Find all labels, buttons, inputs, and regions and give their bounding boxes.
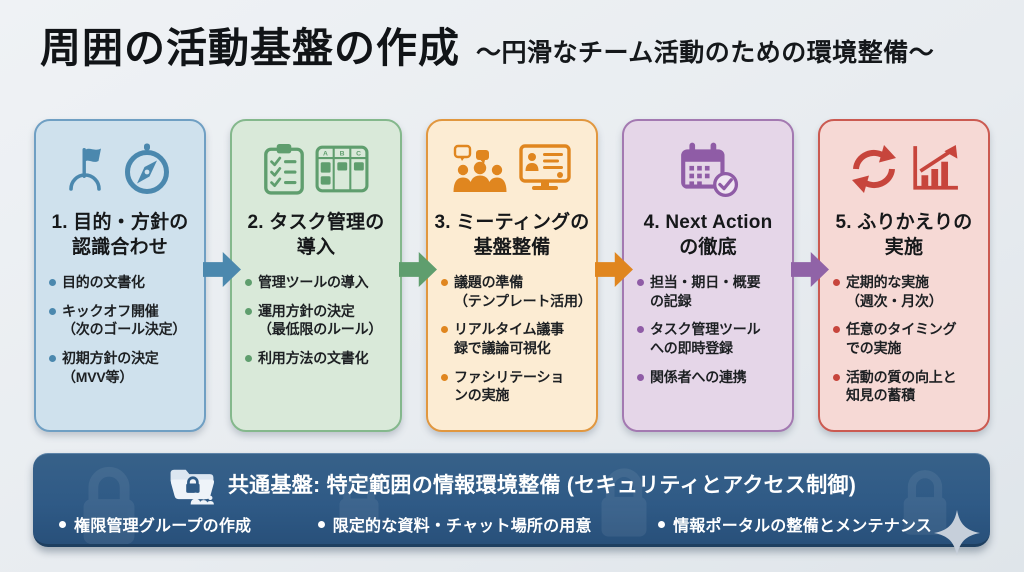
list-item: 管理ツールの導入 bbox=[245, 273, 394, 292]
meeting-people-icon bbox=[453, 144, 507, 192]
svg-text:A: A bbox=[323, 150, 328, 157]
list-item: 定期的な実施 （週次・月次） bbox=[833, 273, 982, 310]
bullet-dot-icon bbox=[637, 373, 644, 381]
step-title: 1. 目的・方針の 認識合わせ bbox=[51, 212, 189, 259]
sparkle-icon bbox=[934, 510, 980, 556]
page-title: 周囲の活動基盤の作成 bbox=[40, 25, 460, 71]
flag-icon bbox=[69, 147, 101, 191]
list-item: 活動の質の向上と 知見の蓄積 bbox=[833, 368, 982, 405]
header: 周囲の活動基盤の作成 ～円滑なチーム活動のための環境整備～ bbox=[40, 25, 935, 71]
bullet-dot-icon bbox=[441, 279, 448, 287]
bullet-dot-icon bbox=[441, 373, 448, 381]
step-3-icons bbox=[428, 121, 596, 201]
list-item: キックオフ開催 （次のゴール決定） bbox=[49, 302, 198, 339]
compass-icon bbox=[125, 143, 169, 194]
monitor-notes-icon bbox=[519, 143, 571, 190]
folder-lock-team-icon bbox=[170, 469, 214, 505]
foundation-items: 権限管理グループの作成 限定的な資料・チャット場所の用意 情報ポータルの整備とメ… bbox=[33, 505, 990, 536]
foundation-header: 共通基盤: 特定範囲の情報環境整備 (セキュリティとアクセス制御) bbox=[33, 454, 990, 505]
foundation-watermarks bbox=[33, 454, 990, 544]
bullet-dot-icon bbox=[658, 520, 666, 528]
list-item: リアルタイム議事 録で議論可視化 bbox=[441, 320, 590, 357]
bullet-dot-icon bbox=[245, 354, 252, 362]
bullet-dot-icon bbox=[59, 520, 66, 528]
list-item: タスク管理ツール への即時登録 bbox=[637, 320, 786, 357]
bullet-dot-icon bbox=[833, 279, 840, 287]
step-title: 4. Next Action の徹底 bbox=[643, 212, 773, 259]
step-5-bullets: 定期的な実施 （週次・月次） 任意のタイミング での実施 活動の質の向上と 知見… bbox=[833, 273, 982, 405]
growth-chart-icon bbox=[913, 144, 958, 190]
svg-text:C: C bbox=[356, 150, 361, 157]
bullet-dot-icon bbox=[49, 279, 56, 287]
step-title: 3. ミーティングの 基盤整備 bbox=[434, 212, 590, 259]
step-2-icons: A B C bbox=[232, 121, 400, 201]
kanban-board-icon: A B C bbox=[315, 145, 369, 192]
bullet-dot-icon bbox=[49, 354, 56, 362]
bullet-dot-icon bbox=[637, 326, 644, 334]
step-card-5: 5. ふりかえりの 実施 定期的な実施 （週次・月次） 任意のタイミング での実… bbox=[818, 119, 990, 432]
step-1-bullets: 目的の文書化 キックオフ開催 （次のゴール決定） 初期方針の決定 （MVV等） bbox=[49, 273, 198, 386]
step-card-4: 4. Next Action の徹底 担当・期日・概要 の記録 タスク管理ツール… bbox=[622, 119, 794, 432]
foundation-title: 共通基盤: 特定範囲の情報環境整備 (セキュリティとアクセス制御) bbox=[227, 474, 857, 497]
svg-text:B: B bbox=[340, 150, 345, 157]
step-title: 2. タスク管理の 導入 bbox=[247, 212, 385, 259]
step-1-icons bbox=[36, 121, 204, 201]
list-item: 議題の準備 （テンプレート活用） bbox=[441, 273, 592, 310]
step-title: 5. ふりかえりの 実施 bbox=[835, 212, 973, 259]
list-item: 目的の文書化 bbox=[49, 273, 198, 292]
list-item: 関係者への連携 bbox=[637, 368, 786, 387]
list-item: 担当・期日・概要 の記録 bbox=[637, 273, 786, 310]
step-3-bullets: 議題の準備 （テンプレート活用） リアルタイム議事 録で議論可視化 ファシリテー… bbox=[441, 273, 592, 405]
lock-watermark-icon bbox=[601, 468, 647, 537]
lock-watermark-icon bbox=[339, 473, 379, 533]
calendar-check-icon bbox=[681, 142, 739, 197]
list-item: 限定的な資料・チャット場所の用意 bbox=[317, 512, 592, 536]
bullet-dot-icon bbox=[245, 279, 252, 287]
list-item: 利用方法の文書化 bbox=[245, 349, 394, 368]
step-card-3: 3. ミーティングの 基盤整備 議題の準備 （テンプレート活用） リアルタイム議… bbox=[426, 119, 598, 432]
step-5-icons bbox=[820, 121, 988, 201]
lock-watermark-icon bbox=[903, 470, 947, 535]
lock-watermark-icon bbox=[83, 466, 135, 544]
step-2-bullets: 管理ツールの導入 運用方針の決定 （最低限のルール） 利用方法の文書化 bbox=[245, 273, 394, 367]
checklist-icon bbox=[264, 143, 304, 195]
list-item: 権限管理グループの作成 bbox=[59, 512, 251, 536]
step-card-2: A B C 2. タスク管理の 導入 管理ツールの導入 運用方針の決定 （最低限… bbox=[230, 119, 402, 432]
bullet-dot-icon bbox=[637, 279, 644, 287]
bullet-dot-icon bbox=[441, 326, 448, 334]
bullet-dot-icon bbox=[49, 307, 56, 315]
bullet-dot-icon bbox=[317, 520, 325, 528]
page-subtitle: ～円滑なチーム活動のための環境整備～ bbox=[476, 39, 935, 68]
list-item: 運用方針の決定 （最低限のルール） bbox=[245, 302, 394, 339]
bullet-dot-icon bbox=[245, 307, 252, 315]
list-item: 任意のタイミング での実施 bbox=[833, 320, 982, 357]
step-card-1: 1. 目的・方針の 認識合わせ 目的の文書化 キックオフ開催 （次のゴール決定）… bbox=[34, 119, 206, 432]
step-4-icons bbox=[624, 121, 792, 201]
list-item: 情報ポータルの整備とメンテナンス bbox=[658, 512, 932, 536]
step-4-bullets: 担当・期日・概要 の記録 タスク管理ツール への即時登録 関係者への連携 bbox=[637, 273, 786, 386]
list-item: ファシリテーショ ンの実施 bbox=[441, 368, 590, 405]
bullet-dot-icon bbox=[833, 373, 840, 381]
list-item: 初期方針の決定 （MVV等） bbox=[49, 349, 198, 386]
bullet-dot-icon bbox=[833, 326, 840, 334]
refresh-cycle-icon bbox=[852, 144, 896, 193]
foundation-bar: 共通基盤: 特定範囲の情報環境整備 (セキュリティとアクセス制御) 権限管理グル… bbox=[33, 453, 990, 556]
